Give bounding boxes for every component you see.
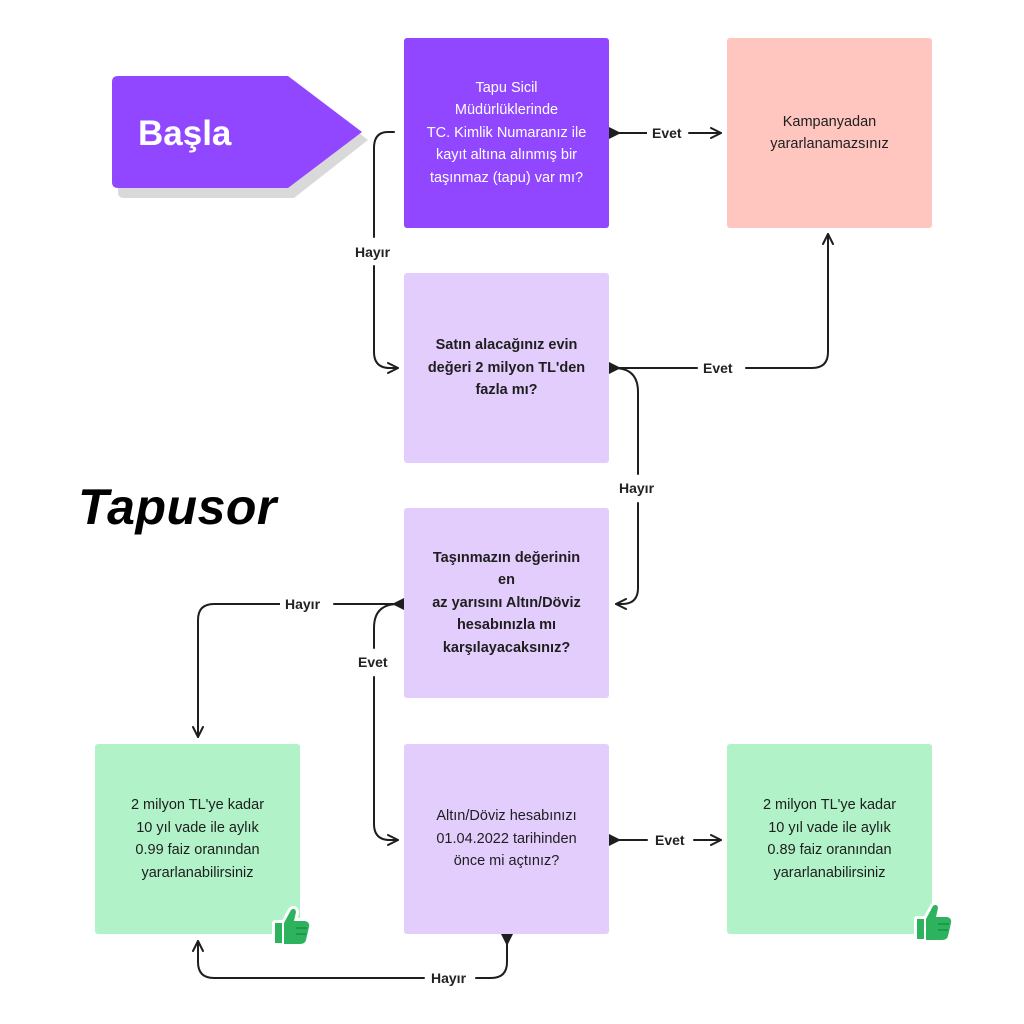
connector-tail-q3 <box>392 598 404 610</box>
edge-label-q1-no: Hayır <box>350 243 396 261</box>
connector-q4-no-arrow <box>192 940 425 979</box>
edge-label-q1-yes: Evet <box>647 124 687 142</box>
edge-label-q2-yes: Evet <box>698 359 738 377</box>
result-rate-099-text: 2 milyon TL'ye kadar 10 yıl vade ile ayl… <box>130 797 265 881</box>
start-node <box>112 76 368 198</box>
question-house-value-text: Satın alacağınız evin değeri 2 milyon TL… <box>427 337 586 399</box>
edge-label-q3-no: Hayır <box>280 595 326 613</box>
result-not-eligible: Kampanyadan yararlanamazsınız <box>727 38 932 228</box>
connector-q3-no-arrow <box>192 603 281 738</box>
connector-q2-yes-arrow <box>745 233 834 369</box>
result-rate-099: 2 milyon TL'ye kadar 10 yıl vade ile ayl… <box>95 744 300 934</box>
question-tapu-registered: Tapu Sicil Müdürlüklerinde TC. Kimlik Nu… <box>404 38 609 228</box>
connector-q3-yes-lower <box>373 676 399 846</box>
result-rate-089-text: 2 milyon TL'ye kadar 10 yıl vade ile ayl… <box>762 797 897 881</box>
connector-tail-q4-yes <box>609 834 621 846</box>
connector-tail-q4-no <box>501 934 513 946</box>
thumbs-up-icon <box>914 901 954 943</box>
edge-label-q4-yes: Evet <box>650 831 690 849</box>
question-tapu-registered-text: Tapu Sicil Müdürlüklerinde TC. Kimlik Nu… <box>426 79 587 186</box>
question-gold-fx-half: Taşınmazın değerinin en az yarısını Altı… <box>404 508 609 698</box>
edge-label-q2-no: Hayır <box>614 479 660 497</box>
edge-label-q3-yes: Evet <box>353 653 393 671</box>
connector-start-q1 <box>373 131 395 149</box>
question-house-value: Satın alacağınız evin değeri 2 milyon TL… <box>404 273 609 463</box>
connector-q2-no <box>613 367 639 475</box>
start-label: Başla <box>138 114 232 153</box>
connector-tail-q1-yes <box>609 127 621 139</box>
result-not-eligible-text: Kampanyadan yararlanamazsınız <box>770 113 889 153</box>
result-rate-089: 2 milyon TL'ye kadar 10 yıl vade ile ayl… <box>727 744 932 934</box>
question-gold-fx-half-text: Taşınmazın değerinin en az yarısını Altı… <box>432 549 581 656</box>
connector-tail-q2 <box>609 362 621 374</box>
question-account-opened-date-text: Altın/Döviz hesabınızı 01.04.2022 tarihi… <box>436 808 577 870</box>
connector-q4-no <box>475 937 508 979</box>
thumbs-up-icon <box>272 905 312 947</box>
connector-q3-yes <box>373 603 399 649</box>
brand-title: Tapusor <box>78 479 277 535</box>
question-account-opened-date: Altın/Döviz hesabınızı 01.04.2022 tarihi… <box>404 744 609 934</box>
connector-q1-no-lower <box>373 265 399 374</box>
connector-q2-no-lower <box>615 502 639 610</box>
edge-label-q4-no: Hayır <box>426 969 472 987</box>
